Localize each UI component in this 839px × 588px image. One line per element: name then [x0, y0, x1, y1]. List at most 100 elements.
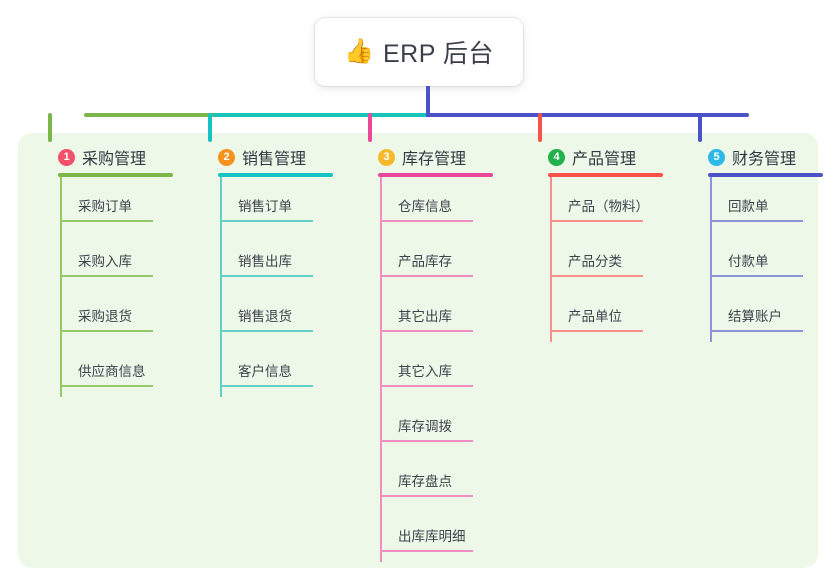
branch-item-label: 产品单位: [568, 309, 622, 324]
branch-item-rule: [550, 275, 643, 277]
branch-item-rule: [220, 275, 313, 277]
branch-item-label: 客户信息: [238, 364, 292, 379]
branch-header-2[interactable]: 2 销售管理: [196, 141, 356, 173]
branch-column-3: 3 库存管理仓库信息产品库存其它出库其它入库库存调拨库存盘点出库库明细: [356, 141, 516, 568]
branch-header-rule: [58, 173, 173, 177]
branch-item[interactable]: 采购订单: [60, 183, 196, 238]
branch-item-label: 回款单: [728, 199, 769, 214]
branch-item-rule: [60, 385, 153, 387]
branch-item[interactable]: 供应商信息: [60, 348, 196, 403]
branch-column-4: 4 产品管理产品（物料） 产品分类产品单位: [526, 141, 686, 348]
branch-item-list: 回款单付款单结算账户: [710, 177, 839, 348]
branch-header-3[interactable]: 3 库存管理: [356, 141, 516, 173]
branch-item-label: 销售退货: [238, 309, 292, 324]
branch-item[interactable]: 回款单: [710, 183, 839, 238]
thumbs-up-icon: 👍: [344, 38, 374, 65]
branch-item[interactable]: 客户信息: [220, 348, 356, 403]
branch-number-badge: 4: [548, 148, 565, 166]
branch-number-badge: 5: [708, 148, 725, 166]
branch-item[interactable]: 采购退货: [60, 293, 196, 348]
branch-item-list: 产品（物料） 产品分类产品单位: [550, 177, 686, 348]
branch-column-2: 2 销售管理销售订单销售出库销售退货客户信息: [196, 141, 356, 403]
branch-item-rule: [60, 275, 153, 277]
branch-item-label: 其它入库: [398, 364, 452, 379]
branch-item-label: 仓库信息: [398, 199, 452, 214]
branch-item-label: 库存盘点: [398, 474, 452, 489]
root-node[interactable]: 👍 ERP 后台: [315, 18, 523, 86]
branch-header-rule: [378, 173, 493, 177]
branch-title: 产品管理: [572, 151, 637, 168]
drop-connector-2: [208, 113, 212, 142]
branch-header-5[interactable]: 5 财务管理: [686, 141, 839, 173]
branch-item-rule: [380, 495, 473, 497]
root-title: ERP 后台: [382, 40, 494, 68]
branch-item-list: 仓库信息产品库存其它出库其它入库库存调拨库存盘点出库库明细: [380, 177, 516, 568]
connector-bar-right: [426, 113, 749, 117]
branch-item-label: 采购退货: [78, 309, 132, 324]
branch-item-rule: [380, 385, 473, 387]
branch-item[interactable]: 产品分类: [550, 238, 686, 293]
branch-title: 库存管理: [402, 151, 467, 168]
branch-item-rule: [220, 385, 313, 387]
branch-item-label: 销售订单: [238, 199, 292, 214]
branch-item[interactable]: 付款单: [710, 238, 839, 293]
branch-item[interactable]: 产品库存: [380, 238, 516, 293]
branch-item-rule: [550, 220, 643, 222]
branch-item-label: 供应商信息: [78, 364, 146, 379]
branch-item[interactable]: 库存调拨: [380, 403, 516, 458]
drop-connector-5: [698, 113, 702, 142]
branch-item[interactable]: 采购入库: [60, 238, 196, 293]
branch-item-rule: [550, 330, 643, 332]
connector-bar-middle: [213, 113, 428, 117]
branch-item[interactable]: 结算账户: [710, 293, 839, 348]
branch-spine: [710, 177, 712, 342]
branch-item[interactable]: 产品单位: [550, 293, 686, 348]
connector-bar-left: [84, 113, 214, 117]
branch-item-label: 产品分类: [568, 254, 622, 269]
branch-item[interactable]: 其它入库: [380, 348, 516, 403]
branch-number-badge: 3: [378, 148, 395, 166]
branch-item-rule: [710, 330, 803, 332]
branch-item-label: 采购订单: [78, 199, 132, 214]
drop-connector-1: [48, 113, 52, 142]
branch-number-badge: 2: [218, 148, 235, 166]
branch-title: 销售管理: [242, 151, 307, 168]
branch-header-4[interactable]: 4 产品管理: [526, 141, 686, 173]
branch-item-label: 销售出库: [238, 254, 292, 269]
branch-item-label: 产品库存: [398, 254, 452, 269]
branch-header-rule: [548, 173, 663, 177]
root-stem-connector: [426, 86, 430, 115]
branch-item[interactable]: 其它出库: [380, 293, 516, 348]
branch-item-rule: [710, 275, 803, 277]
branch-item-label: 出库库明细: [398, 529, 466, 544]
branch-item[interactable]: 出库库明细: [380, 513, 516, 568]
branch-item[interactable]: 仓库信息: [380, 183, 516, 238]
branch-item-label: 库存调拨: [398, 419, 452, 434]
branch-spine: [60, 177, 62, 397]
branch-item-rule: [60, 220, 153, 222]
branch-item-rule: [380, 220, 473, 222]
branch-spine: [380, 177, 382, 562]
branch-item[interactable]: 产品（物料）: [550, 183, 686, 238]
branch-item-rule: [380, 330, 473, 332]
branch-item-rule: [710, 220, 803, 222]
branch-title: 财务管理: [732, 151, 797, 168]
branch-item[interactable]: 销售出库: [220, 238, 356, 293]
branch-item-label: 产品（物料）: [568, 199, 649, 214]
branch-item[interactable]: 库存盘点: [380, 458, 516, 513]
branch-item-rule: [380, 275, 473, 277]
branch-spine: [550, 177, 552, 342]
drop-connector-4: [538, 113, 542, 142]
branch-header-rule: [708, 173, 823, 177]
branch-item[interactable]: 销售订单: [220, 183, 356, 238]
branch-item-rule: [380, 550, 473, 552]
branch-item[interactable]: 销售退货: [220, 293, 356, 348]
branch-column-5: 5 财务管理回款单付款单结算账户: [686, 141, 839, 348]
branch-spine: [220, 177, 222, 397]
drop-connector-3: [368, 113, 372, 142]
branch-item-label: 付款单: [728, 254, 769, 269]
branch-item-rule: [60, 330, 153, 332]
branch-item-rule: [380, 440, 473, 442]
